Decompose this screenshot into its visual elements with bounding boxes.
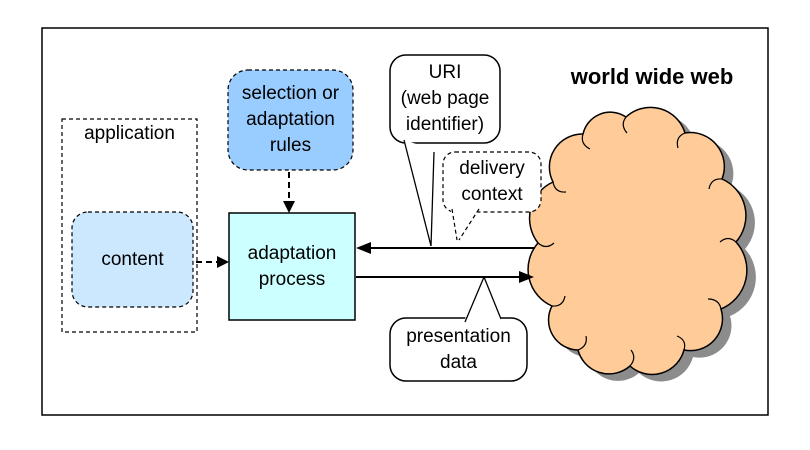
process-to-web-arrow bbox=[356, 271, 534, 283]
content-box bbox=[71, 211, 194, 308]
cloud-bump-stubs bbox=[537, 116, 737, 367]
process-box bbox=[228, 212, 356, 321]
content-to-process-arrow bbox=[196, 256, 229, 268]
rules-to-process-arrow bbox=[283, 172, 295, 213]
web-to-process-arrowhead bbox=[356, 242, 371, 254]
outer-frame bbox=[41, 27, 769, 416]
uri-callout bbox=[389, 54, 501, 247]
presentation-data-callout bbox=[389, 276, 528, 382]
delivery-context-callout-tail bbox=[450, 207, 480, 241]
delivery-context-callout bbox=[442, 151, 542, 241]
www-cloud bbox=[527, 106, 748, 376]
presentation-data-callout-tail bbox=[463, 278, 502, 323]
rules-box bbox=[227, 69, 354, 171]
content-to-process-arrowhead bbox=[217, 256, 229, 268]
process-to-web-arrowhead bbox=[519, 271, 534, 283]
rules-to-process-arrowhead bbox=[283, 201, 295, 213]
application-box bbox=[61, 118, 198, 333]
web-to-process-arrow bbox=[356, 242, 535, 254]
uri-callout-tail bbox=[404, 140, 435, 246]
